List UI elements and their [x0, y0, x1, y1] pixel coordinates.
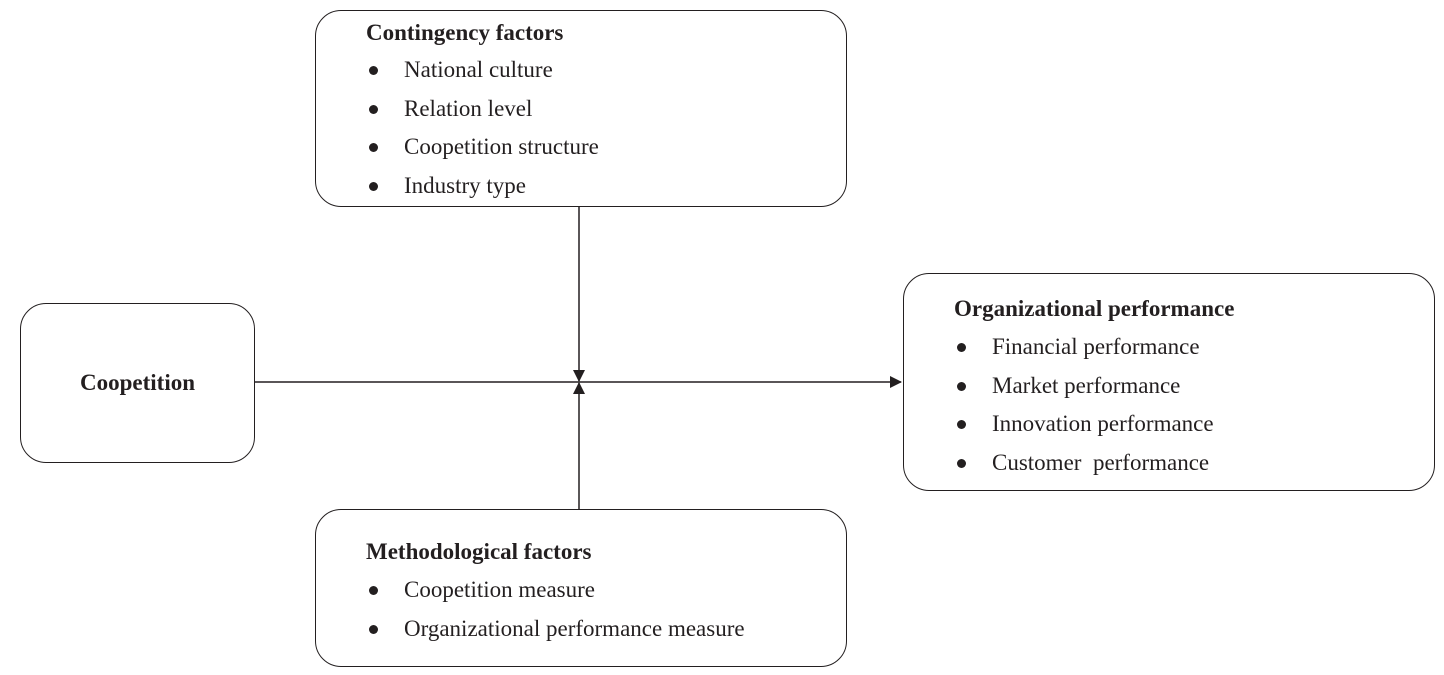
list-item: Market performance: [954, 367, 1214, 406]
list-item: Organizational performance measure: [366, 610, 745, 649]
contingency-factors-box: Contingency factors National culture Rel…: [315, 10, 847, 207]
methodological-factors-box: Methodological factors Coopetition measu…: [315, 509, 847, 667]
list-item: Innovation performance: [954, 405, 1214, 444]
contingency-title: Contingency factors: [366, 20, 564, 45]
organizational-list: Financial performance Market performance…: [954, 328, 1214, 482]
methodological-list: Coopetition measure Organizational perfo…: [366, 571, 745, 648]
organizational-performance-box: Organizational performance Financial per…: [903, 273, 1435, 491]
list-item: National culture: [366, 51, 599, 90]
methodological-title: Methodological factors: [366, 539, 592, 564]
list-item: Coopetition structure: [366, 128, 599, 167]
list-item: Financial performance: [954, 328, 1214, 367]
contingency-list: National culture Relation level Coopetit…: [366, 51, 599, 205]
list-item: Industry type: [366, 167, 599, 206]
organizational-title: Organizational performance: [954, 296, 1235, 321]
coopetition-title: Coopetition: [80, 370, 195, 395]
coopetition-box: Coopetition: [20, 303, 255, 463]
list-item: Coopetition measure: [366, 571, 745, 610]
list-item: Relation level: [366, 90, 599, 129]
list-item: Customer performance: [954, 444, 1214, 483]
